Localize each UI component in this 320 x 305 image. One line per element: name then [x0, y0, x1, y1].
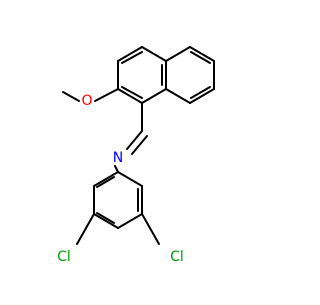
chlorine-left-label: Cl — [57, 249, 71, 265]
bond — [121, 86, 143, 99]
structure-canvas: O N Cl Cl — [57, 46, 215, 265]
bond — [94, 88, 119, 102]
bond — [126, 130, 143, 150]
bond — [189, 46, 215, 62]
molecule-structure: O N Cl Cl — [57, 46, 215, 265]
oxygen-label: O — [81, 93, 92, 109]
bond — [117, 46, 143, 62]
bond — [141, 213, 160, 245]
bond — [190, 51, 211, 64]
bond — [114, 165, 119, 173]
bond — [189, 88, 215, 104]
chlorine-right-label: Cl — [170, 249, 184, 265]
bond — [93, 213, 119, 229]
bond — [165, 46, 191, 62]
bond — [76, 213, 95, 245]
bond — [96, 176, 115, 188]
bond — [141, 88, 167, 104]
bond — [117, 213, 143, 229]
bond — [62, 91, 80, 102]
nitrogen-label: N — [113, 150, 123, 166]
bond — [96, 212, 115, 224]
bond — [117, 171, 143, 187]
bond — [117, 88, 143, 104]
bond — [165, 88, 191, 104]
bond — [93, 171, 119, 187]
bond — [131, 135, 148, 155]
bond — [121, 51, 143, 64]
bond-layer — [62, 46, 215, 245]
bond — [190, 86, 211, 99]
bond — [141, 46, 167, 62]
